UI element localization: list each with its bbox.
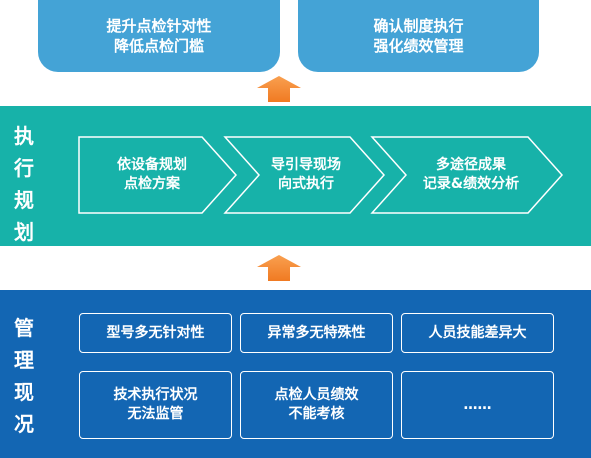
step-2-label: 导引导现场 向式执行: [236, 137, 376, 213]
goal-2-line-1: 确认制度执行: [373, 17, 464, 35]
issue-5-line-2: 不能考核: [288, 406, 345, 422]
issue-box-6: ……: [401, 371, 554, 439]
goal-box-2: 确认制度执行 强化绩效管理: [298, 0, 539, 72]
management-title: 管 理 现 况: [10, 312, 38, 440]
goal-box-1: 提升点检针对性 降低点检门槛: [38, 0, 280, 72]
execution-title: 执 行 规 划: [10, 120, 38, 248]
step-2-line-2: 向式执行: [278, 176, 334, 192]
step-1-label: 依设备规划 点检方案: [82, 137, 222, 213]
issue-5-line-1: 点检人员绩效: [274, 387, 359, 403]
execution-title-char-2: 行: [14, 156, 34, 180]
issue-box-3: 人员技能差异大: [401, 313, 554, 353]
management-band: [0, 290, 591, 458]
issue-4-line-1: 技术执行状况: [113, 387, 198, 403]
issue-box-2: 异常多无特殊性: [240, 313, 393, 353]
step-1-line-2: 点检方案: [124, 176, 180, 192]
execution-title-char-1: 执: [14, 124, 34, 148]
goal-1-line-1: 提升点检针对性: [106, 17, 212, 35]
step-3-line-1: 多途径成果: [436, 157, 506, 173]
step-3-line-2: 记录&绩效分析: [422, 176, 520, 192]
step-2-line-1: 导引导现场: [271, 157, 341, 173]
management-title-char-3: 现: [14, 380, 34, 404]
execution-title-char-3: 规: [14, 188, 34, 212]
step-chevron-3: [370, 136, 564, 214]
issue-box-5: 点检人员绩效 不能考核: [240, 371, 393, 439]
issue-box-1: 型号多无针对性: [79, 313, 232, 353]
issue-2-line-1: 异常多无特殊性: [267, 324, 366, 341]
step-1-line-1: 依设备规划: [117, 157, 187, 173]
management-title-char-1: 管: [14, 316, 34, 340]
step-chevron-1: [78, 136, 238, 214]
up-arrow-icon: [257, 76, 301, 102]
step-3-label: 多途径成果 记录&绩效分析: [394, 137, 548, 213]
execution-title-char-4: 划: [14, 220, 34, 244]
step-chevron-2: [223, 136, 386, 214]
issue-1-line-1: 型号多无针对性: [106, 324, 205, 341]
goal-2-line-2: 强化绩效管理: [373, 37, 464, 55]
issue-box-4: 技术执行状况 无法监管: [79, 371, 232, 439]
issue-3-line-1: 人员技能差异大: [428, 324, 527, 341]
issue-4-line-2: 无法监管: [127, 406, 184, 422]
management-title-char-4: 况: [14, 412, 34, 436]
up-arrow-icon: [257, 255, 301, 281]
goal-1-line-2: 降低点检门槛: [113, 37, 204, 55]
execution-band: [0, 106, 591, 246]
issue-6-line-1: ……: [463, 396, 492, 413]
management-title-char-2: 理: [14, 348, 34, 372]
